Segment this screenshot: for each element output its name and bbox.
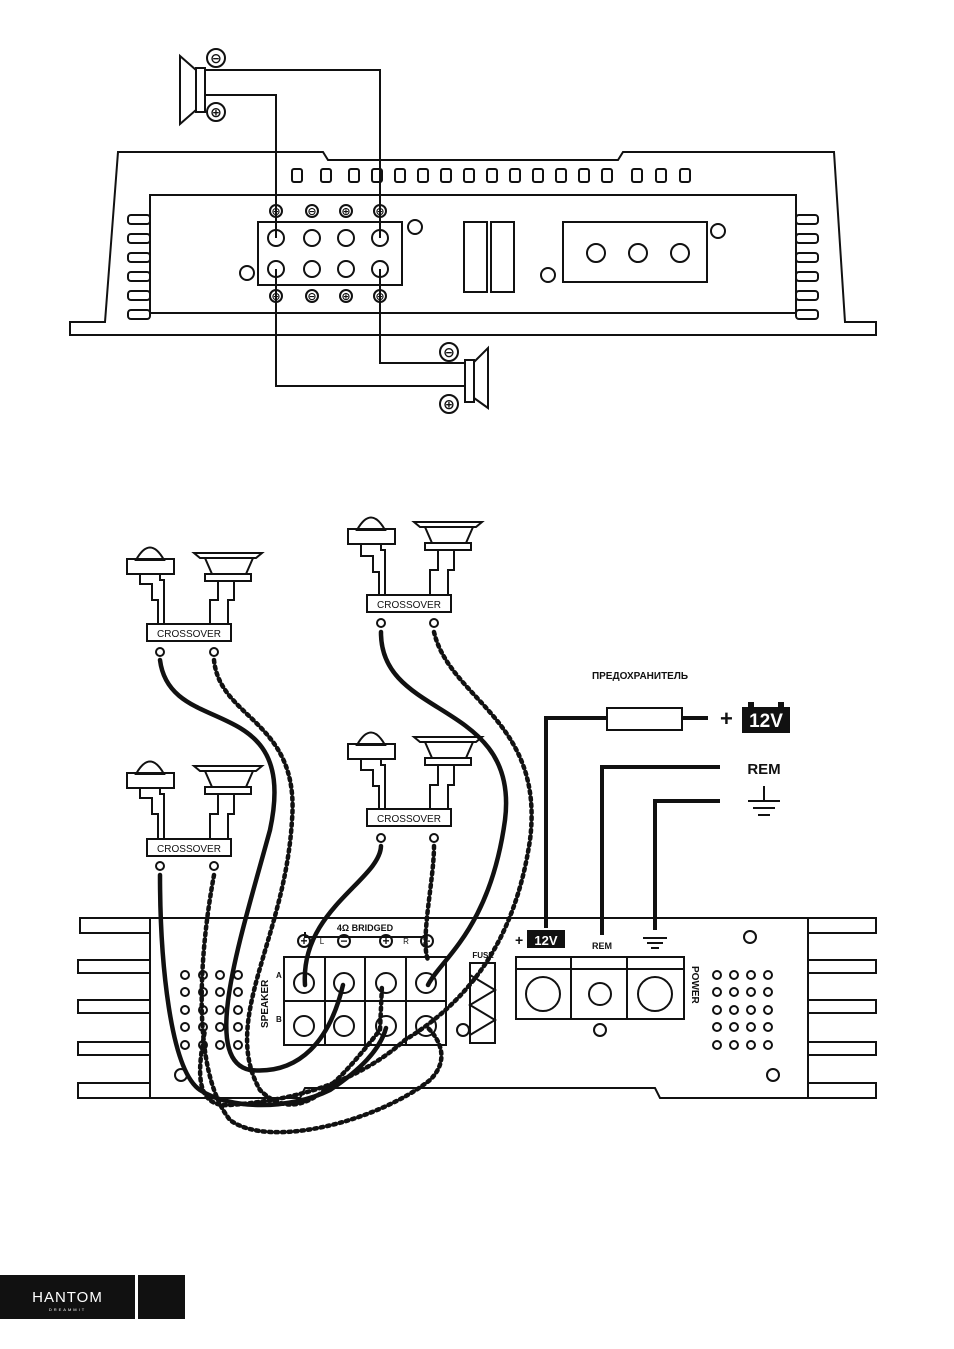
footer-brand-bar: HANTOM DREAMMIT (0, 1275, 185, 1319)
svg-text:12V: 12V (534, 933, 557, 948)
svg-text:B: B (276, 1015, 282, 1024)
svg-text:⊕: ⊕ (443, 396, 455, 412)
svg-text:R: R (403, 937, 409, 946)
svg-text:⊖: ⊖ (307, 206, 316, 218)
top-power-terminal (587, 244, 605, 262)
svg-text:⊖: ⊖ (307, 291, 316, 303)
svg-text:CROSSOVER: CROSSOVER (157, 844, 221, 855)
power-wire-rem (602, 767, 720, 935)
svg-text:+: + (382, 934, 389, 948)
page-number-box (138, 1275, 185, 1319)
svg-text:−: − (423, 934, 430, 948)
top-screw (711, 224, 725, 238)
svg-text:L: L (320, 937, 325, 946)
power-wire-ground (655, 801, 720, 930)
power-terminal-ground (638, 977, 672, 1011)
svg-text:12V: 12V (749, 711, 783, 732)
svg-text:⊕: ⊕ (341, 291, 350, 303)
svg-text:CROSSOVER: CROSSOVER (157, 629, 221, 640)
top-right-fins (796, 215, 818, 319)
svg-text:+: + (720, 706, 733, 731)
bottom-amplifier-diagram: CROSSOVER CROSSOVER (78, 518, 876, 1133)
bottom-speaker-positive-wire (276, 269, 465, 386)
brand-subtitle: DREAMMIT (49, 1307, 86, 1312)
component-set-1: CROSSOVER (127, 548, 262, 657)
top-left-fins (128, 215, 150, 319)
svg-text:+: + (300, 934, 307, 948)
svg-text:⊕: ⊕ (341, 206, 350, 218)
svg-text:REM: REM (592, 941, 612, 951)
brand-name: HANTOM (32, 1289, 103, 1306)
chassis-screw (767, 1069, 779, 1081)
amp-fuse-zigzag (470, 975, 495, 1035)
svg-text:⊖: ⊖ (210, 50, 222, 66)
top-speaker-icon (180, 56, 205, 124)
top-power-terminal (629, 244, 647, 262)
power-terminal-12v (526, 977, 560, 1011)
svg-text:CROSSOVER: CROSSOVER (377, 814, 441, 825)
bottom-speaker-icon (465, 348, 488, 408)
ground-icon-small (643, 938, 667, 948)
top-fuse-slot (464, 222, 487, 292)
bottom-left-fins (78, 918, 150, 1098)
top-speaker-signs: ⊖ ⊕ (207, 49, 225, 121)
top-amplifier-diagram: ⊕ ⊖ ⊕ ⊖ ⊕ ⊖ ⊕ ⊖ ⊖ ⊕ (70, 49, 876, 413)
component-set-2: CROSSOVER (348, 518, 482, 628)
top-power-terminal (671, 244, 689, 262)
svg-text:POWER: POWER (689, 966, 700, 1005)
top-screw (408, 220, 422, 234)
svg-text:+: + (515, 932, 523, 948)
component-set-4: CROSSOVER (348, 733, 482, 843)
svg-text:REM: REM (747, 761, 780, 778)
top-power-terminal-block (563, 222, 707, 282)
top-heatsink-slots (292, 169, 690, 182)
bottom-right-fins (808, 918, 876, 1098)
svg-text:−: − (340, 934, 347, 948)
svg-text:4Ω BRIDGED: 4Ω BRIDGED (337, 923, 394, 933)
brand-logo: HANTOM DREAMMIT (0, 1275, 135, 1319)
svg-text:⊕: ⊕ (210, 104, 222, 120)
svg-text:A: A (276, 971, 282, 980)
top-amplifier-panel (150, 195, 796, 313)
svg-text:CROSSOVER: CROSSOVER (377, 600, 441, 611)
inline-fuse (607, 708, 682, 730)
power-wire-12v (546, 718, 607, 928)
power-terminal-rem (589, 983, 611, 1005)
ground-icon (748, 786, 780, 815)
right-vent-holes (713, 971, 772, 1049)
top-screw (240, 266, 254, 280)
top-screw (541, 268, 555, 282)
speaker-wire-positive-4 (305, 846, 381, 985)
chassis-screw (457, 1024, 469, 1036)
component-set-3: CROSSOVER (127, 762, 262, 871)
top-fuse-slot (491, 222, 514, 292)
top-terminals (268, 230, 388, 277)
svg-text:⊖: ⊖ (443, 344, 455, 360)
svg-text:ПРЕДОХРАНИТЕЛЬ: ПРЕДОХРАНИТЕЛЬ (592, 671, 688, 682)
top-terminal-signs-lower: ⊕ ⊖ ⊕ ⊖ (270, 290, 386, 303)
top-terminal-signs-upper: ⊕ ⊖ ⊕ ⊖ (270, 205, 386, 218)
bottom-speaker-signs: ⊖ ⊕ (440, 343, 458, 413)
chassis-screw (744, 931, 756, 943)
svg-text:FUSE: FUSE (472, 951, 494, 960)
svg-text:SPEAKER: SPEAKER (260, 979, 271, 1028)
chassis-screw (594, 1024, 606, 1036)
